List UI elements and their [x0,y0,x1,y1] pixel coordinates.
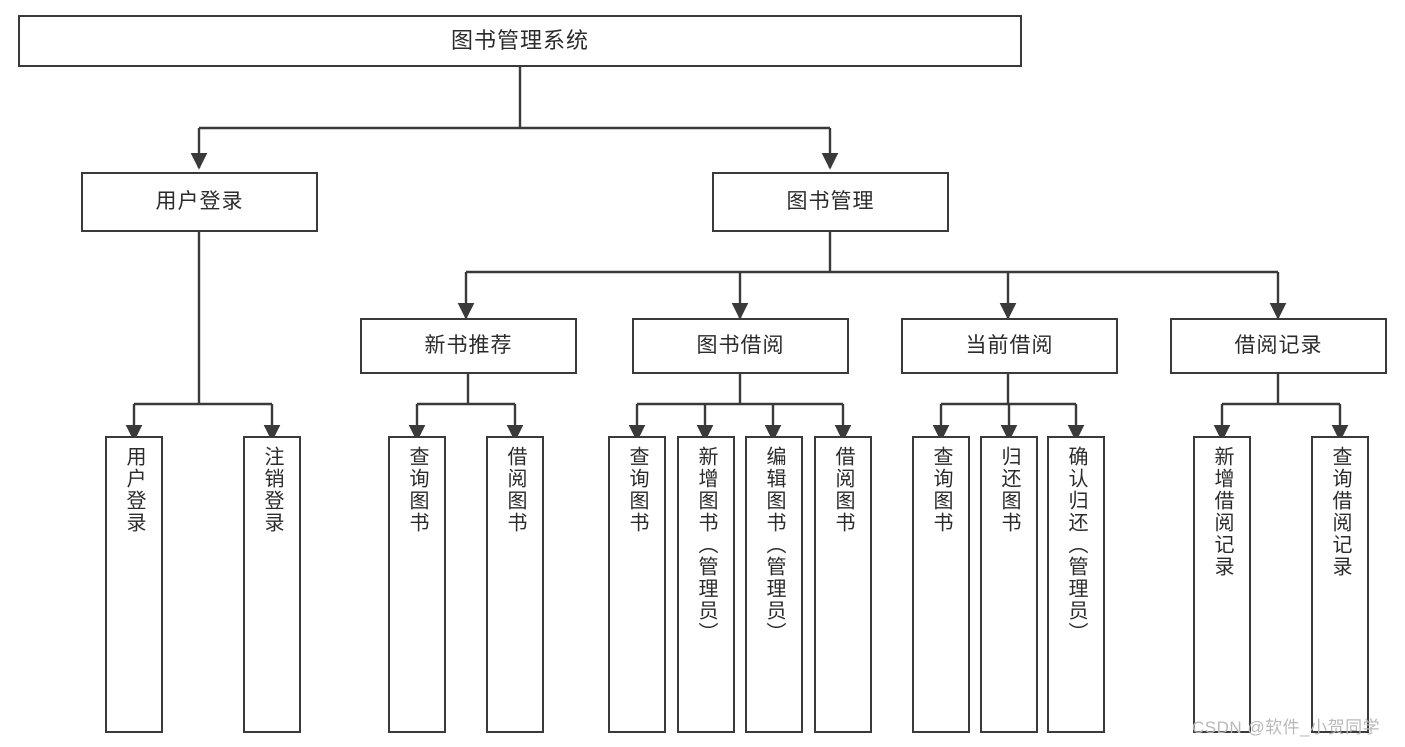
node-leaf-borrow-book-2-label: 借阅图书 [832,446,854,534]
node-leaf-add-record-label: 新增借阅记录 [1211,446,1233,578]
node-leaf-query-record[interactable]: 查询借阅记录 [1311,436,1369,733]
node-leaf-logout-login-label: 注销登录 [261,446,283,534]
node-borrow-record-label: 借阅记录 [1234,333,1323,357]
node-user-login-label: 用户登录 [155,189,244,213]
node-leaf-add-book[interactable]: 新增图书（管理员） [677,436,735,733]
node-leaf-borrow-book-1[interactable]: 借阅图书 [486,436,544,733]
node-leaf-query-book-2-label: 查询图书 [626,446,648,534]
node-leaf-query-record-label: 查询借阅记录 [1329,446,1351,578]
node-leaf-query-book-2[interactable]: 查询图书 [608,436,666,733]
node-leaf-confirm-return[interactable]: 确认归还（管理员） [1047,436,1105,733]
node-current-borrow-label: 当前借阅 [965,333,1054,357]
node-new-book-recommend-label: 新书推荐 [424,333,513,357]
node-new-book-recommend[interactable]: 新书推荐 [360,318,577,374]
node-leaf-add-record[interactable]: 新增借阅记录 [1193,436,1251,733]
node-root-label: 图书管理系统 [450,28,589,54]
node-leaf-return-book-label: 归还图书 [998,446,1020,534]
node-leaf-edit-book[interactable]: 编辑图书（管理员） [745,436,803,733]
node-leaf-query-book-3-label: 查询图书 [930,446,952,534]
node-leaf-query-book-1[interactable]: 查询图书 [388,436,446,733]
node-leaf-confirm-return-label: 确认归还（管理员） [1065,446,1087,644]
node-root[interactable]: 图书管理系统 [18,15,1022,67]
node-leaf-return-book[interactable]: 归还图书 [980,436,1038,733]
node-leaf-borrow-book-1-label: 借阅图书 [504,446,526,534]
watermark-text: CSDN @软件_小贺同学 [1192,718,1381,737]
node-book-manage[interactable]: 图书管理 [712,172,949,232]
node-borrow-record[interactable]: 借阅记录 [1170,318,1387,374]
node-leaf-borrow-book-2[interactable]: 借阅图书 [814,436,872,733]
node-current-borrow[interactable]: 当前借阅 [901,318,1118,374]
node-leaf-add-book-label: 新增图书（管理员） [695,446,717,644]
node-user-login[interactable]: 用户登录 [81,172,318,232]
node-book-borrow-label: 图书借阅 [696,333,785,357]
node-leaf-query-book-3[interactable]: 查询图书 [912,436,970,733]
node-leaf-query-book-1-label: 查询图书 [406,446,428,534]
node-book-manage-label: 图书管理 [786,189,875,213]
node-leaf-user-login[interactable]: 用户登录 [105,436,163,733]
node-leaf-edit-book-label: 编辑图书（管理员） [763,446,785,644]
node-leaf-logout-login[interactable]: 注销登录 [243,436,301,733]
node-leaf-user-login-label: 用户登录 [123,446,145,534]
node-book-borrow[interactable]: 图书借阅 [632,318,849,374]
